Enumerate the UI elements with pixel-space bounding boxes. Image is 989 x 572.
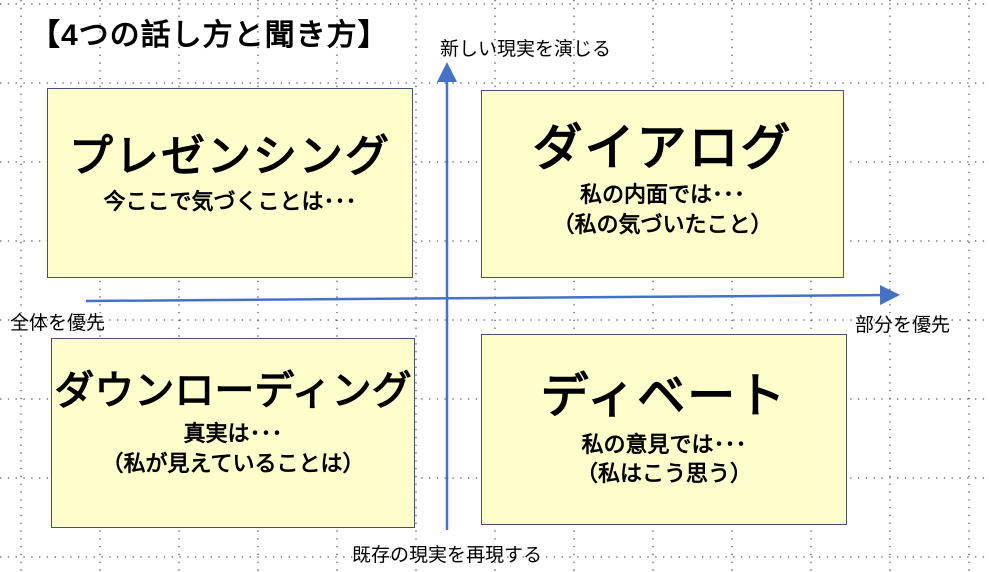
quadrant-title: ダイアログ (532, 120, 793, 176)
quadrant-downloading: ダウンローディング 真実は･･･ （私が見えていることは） (51, 338, 415, 528)
quadrant-title: ディベート (540, 370, 788, 423)
quadrant-line: （私の気づいたこと） (552, 211, 773, 237)
quadrant-line: 私の内面では･･･ (579, 182, 745, 207)
page-title: 【4つの話し方と聞き方】 (30, 19, 389, 52)
quadrant-presencing: プレゼンシング 今ここで気づくことは･･･ (47, 88, 413, 278)
horizontal-axis-arrow (85, 285, 900, 306)
quadrant-line: 私の意見では･･･ (581, 431, 747, 457)
quadrant-title: プレゼンシング (69, 132, 391, 181)
quadrant-dialogue: ダイアログ 私の内面では･･･ （私の気づいたこと） (481, 90, 844, 278)
axis-label-right: 部分を優先 (855, 315, 951, 336)
quadrant-title: ダウンローディング (54, 369, 412, 413)
quadrant-debate: ディベート 私の意見では･･･ （私はこう思う） (481, 334, 847, 525)
quadrant-line: （私が見えていることは） (101, 450, 365, 476)
quadrant-line: 今ここで気づくことは･･･ (103, 189, 357, 215)
axis-label-bottom: 既存の現実を再現する (352, 545, 543, 566)
axis-label-top: 新しい現実を演じる (440, 39, 612, 60)
axis-label-left: 全体を優先 (10, 313, 106, 334)
quadrant-line: （私はこう思う） (575, 461, 752, 487)
quadrant-line: 真実は･･･ (183, 421, 283, 446)
